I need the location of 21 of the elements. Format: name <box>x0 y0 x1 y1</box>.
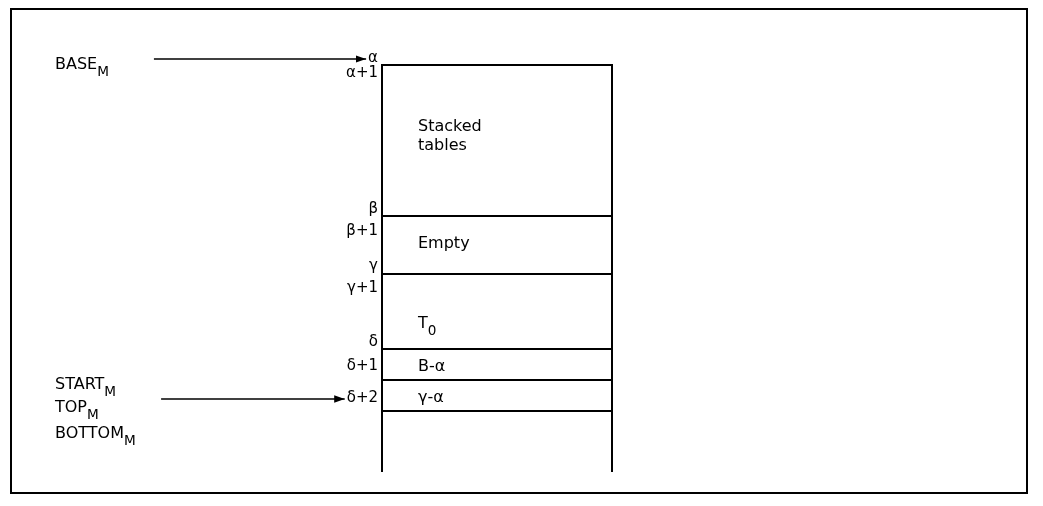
address-label: β+1 <box>346 221 378 239</box>
segment-label: Empty <box>418 233 471 252</box>
address-label: β <box>368 199 378 217</box>
segment-label: Stacked tables <box>418 116 483 154</box>
memory-segment <box>381 348 613 381</box>
segment-label: γ-α <box>418 387 445 406</box>
address-label: α <box>368 48 378 66</box>
memory-segment <box>381 379 613 412</box>
arrow <box>160 395 346 403</box>
address-label: δ <box>368 332 378 350</box>
address-label: δ+1 <box>346 356 378 374</box>
memory-segment <box>381 215 613 275</box>
address-label: α+1 <box>346 63 378 81</box>
address-label: δ+2 <box>346 388 378 406</box>
arrow <box>153 55 367 63</box>
segment-label: B-α <box>418 356 447 375</box>
memory-segment <box>381 64 613 217</box>
address-label: γ+1 <box>347 278 378 296</box>
address-label: γ <box>369 256 378 274</box>
memory-segment <box>381 410 613 472</box>
memory-segment <box>381 273 613 350</box>
